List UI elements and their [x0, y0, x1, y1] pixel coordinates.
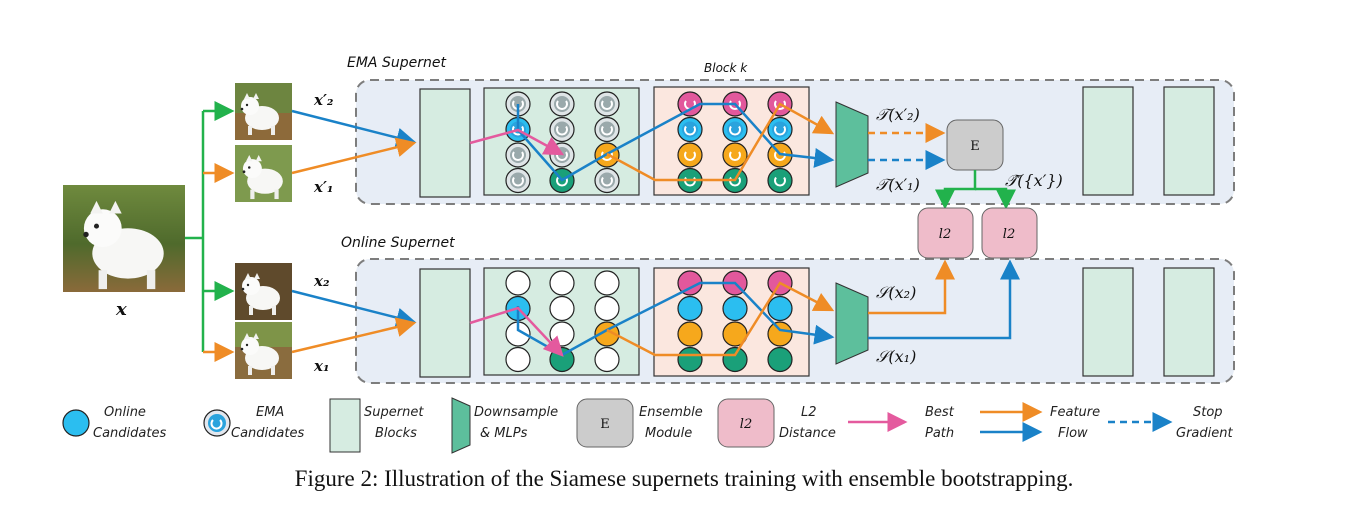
legend-downsample-line2: & MLPs [480, 426, 528, 441]
downsample-mlp-online [835, 282, 869, 365]
teacher-output-x2-prime: 𝒯(x′₂) [876, 105, 920, 124]
figure-caption: Figure 2: Illustration of the Siamese su… [294, 466, 1074, 491]
ema-candidate-symbol [774, 100, 786, 110]
legend-l2-line2: Distance [779, 426, 836, 441]
legend-supernet-block-icon [329, 398, 361, 453]
legend-ema-line2: Candidates [231, 426, 304, 441]
legend-online-line1: Online [104, 405, 146, 420]
online-supernet-title: Online Supernet [341, 235, 455, 251]
augmentation-split-lines [185, 101, 235, 352]
online-candidate [722, 295, 748, 322]
ema-feature-flows [291, 102, 946, 182]
block-k-title: Block k [704, 61, 748, 75]
online-candidate [594, 270, 620, 296]
online-candidate [767, 321, 793, 347]
input-image-x [63, 185, 185, 292]
l2-distance-a-label: l2 [939, 227, 951, 242]
view-label-x2: x₂ [313, 272, 330, 290]
l2-distance-b-label: l2 [1003, 227, 1015, 242]
ema-candidate-symbol [601, 100, 613, 110]
ensemble-to-l2-arrows [935, 170, 1016, 210]
ema-candidate-symbol [601, 125, 613, 136]
legend-l2-line1: L2 [801, 405, 817, 420]
legend-ensemble-line1: Ensemble [639, 405, 703, 420]
augmented-image-x2 [235, 263, 292, 320]
l2-distance-a [917, 207, 974, 259]
ema-candidate-symbol [729, 125, 741, 136]
legend-downsample-line1: Downsample [474, 405, 558, 420]
legend-online-line2: Candidates [93, 426, 166, 441]
legend: Online Candidates EMA Candidates Superne… [62, 397, 1233, 454]
legend-l2-icon [717, 398, 775, 448]
augmented-image-x1-prime [235, 145, 292, 202]
ensemble-teacher-output: 𝒯̂({x′}) [1005, 171, 1063, 190]
ema-candidate-symbol [556, 125, 568, 136]
legend-supernet-line1: Supernet [364, 405, 424, 420]
legend-ensemble-symbol: E [600, 417, 610, 432]
legend-ensemble-icon [576, 398, 634, 448]
online-candidate [722, 346, 748, 373]
legend-supernet-line2: Blocks [375, 426, 417, 441]
augmentation-split-lines-orange [203, 163, 235, 362]
online-candidate [505, 346, 531, 373]
input-label-x: x [115, 299, 127, 320]
downsample-mlp-ema [835, 101, 869, 188]
view-label-x1-prime: x′₁ [313, 178, 333, 196]
legend-best-path-line1: Best [925, 405, 955, 420]
legend-best-path-line2: Path [925, 426, 954, 441]
student-output-x1: 𝒮(x₁) [876, 347, 916, 366]
legend-feature-flow-line1: Feature [1050, 405, 1100, 420]
legend-ensemble-line2: Module [645, 426, 692, 441]
student-output-x2: 𝒮(x₂) [876, 283, 916, 302]
view-label-x2-prime: x′₂ [313, 91, 334, 109]
legend-feature-flow-line2: Flow [1058, 426, 1088, 441]
ema-candidate-symbol [512, 125, 524, 136]
ema-candidate-symbol [601, 151, 613, 161]
online-candidate [767, 295, 793, 322]
ema-candidate-symbol [601, 176, 613, 187]
online-candidate [677, 321, 703, 347]
legend-ema-line1: EMA [256, 405, 284, 420]
ema-candidate-symbol [774, 125, 786, 136]
augmented-image-x1 [235, 322, 292, 379]
legend-online-candidate-icon [62, 409, 90, 437]
l2-distance-b [981, 207, 1038, 259]
online-feature-flows [291, 259, 1020, 357]
online-candidate [505, 270, 531, 296]
view-label-x1: x₁ [313, 357, 330, 375]
online-candidate [594, 295, 620, 322]
legend-ema-candidate-icon [203, 409, 231, 437]
ema-candidate-symbol [556, 100, 568, 110]
online-candidate [549, 270, 575, 296]
legend-stop-gradient-line2: Gradient [1176, 426, 1233, 441]
legend-stop-gradient-line1: Stop [1193, 405, 1223, 420]
ema-candidate-symbol [512, 176, 524, 187]
online-candidate [549, 295, 575, 322]
legend-l2-symbol: l2 [740, 417, 752, 432]
online-candidate [677, 295, 703, 322]
ema-candidate-symbol [512, 151, 524, 161]
online-candidate [677, 346, 703, 373]
augmented-image-x2-prime [235, 83, 292, 140]
online-candidate [549, 321, 575, 347]
ema-candidate-symbol [729, 151, 741, 161]
online-candidate [767, 346, 793, 373]
legend-downsample-icon [451, 397, 471, 454]
ema-supernet-title: EMA Supernet [347, 55, 446, 71]
teacher-output-x1-prime: 𝒯(x′₁) [876, 175, 920, 194]
ema-candidate-symbol [684, 151, 696, 161]
ema-candidate-symbol [556, 176, 568, 187]
online-candidate [594, 346, 620, 373]
ema-candidate-symbol [684, 125, 696, 136]
ensemble-module-label: E [970, 139, 980, 154]
ema-candidate-symbol [774, 176, 786, 187]
